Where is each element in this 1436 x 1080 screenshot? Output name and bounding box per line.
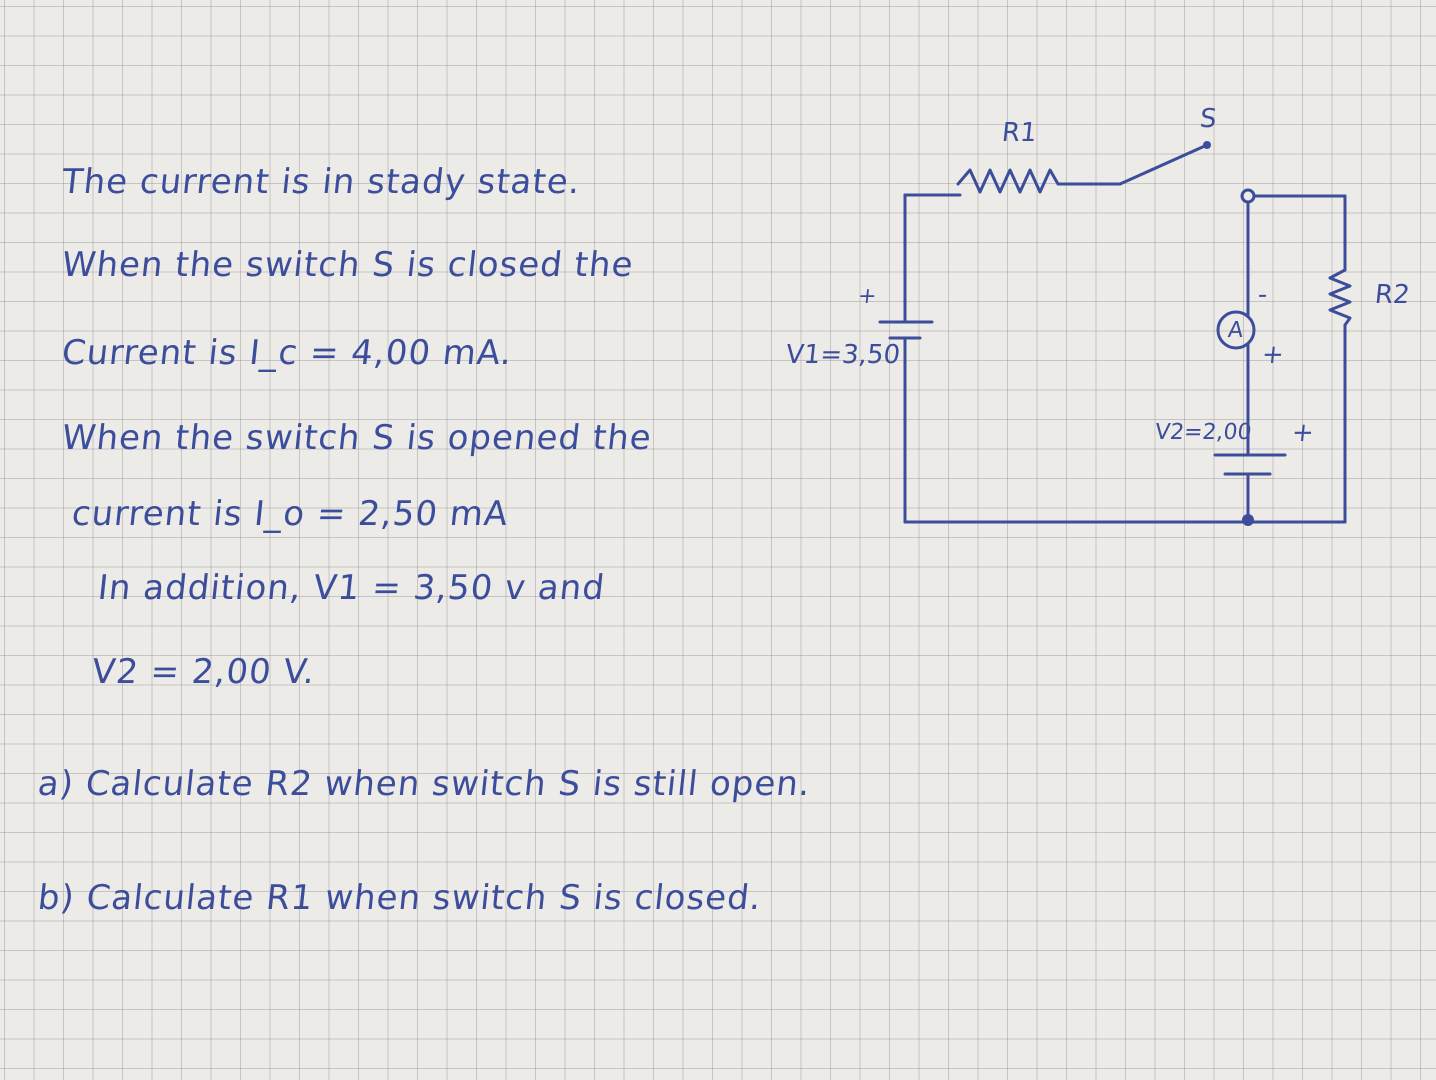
label-v2: V2=2,00 (1153, 420, 1253, 445)
label-r1: R1 (1000, 118, 1039, 148)
battery-v2-plus: + (1290, 418, 1316, 448)
switch-s-contact (1203, 141, 1211, 149)
switch-terminal-node (1240, 188, 1256, 204)
ammeter (1216, 310, 1256, 350)
ammeter-plus: + (1260, 340, 1286, 370)
label-ammeter: A (1226, 318, 1245, 343)
resistor-r1 (956, 168, 1122, 194)
battery-v1-plus: + (856, 284, 878, 309)
label-switch-s: S (1198, 104, 1219, 134)
resistor-r2 (1328, 268, 1352, 327)
label-r2: R2 (1373, 280, 1412, 310)
label-v1: V1=3,50 (784, 340, 902, 370)
junction-node (1242, 514, 1254, 526)
switch-s-blade (1118, 143, 1209, 186)
